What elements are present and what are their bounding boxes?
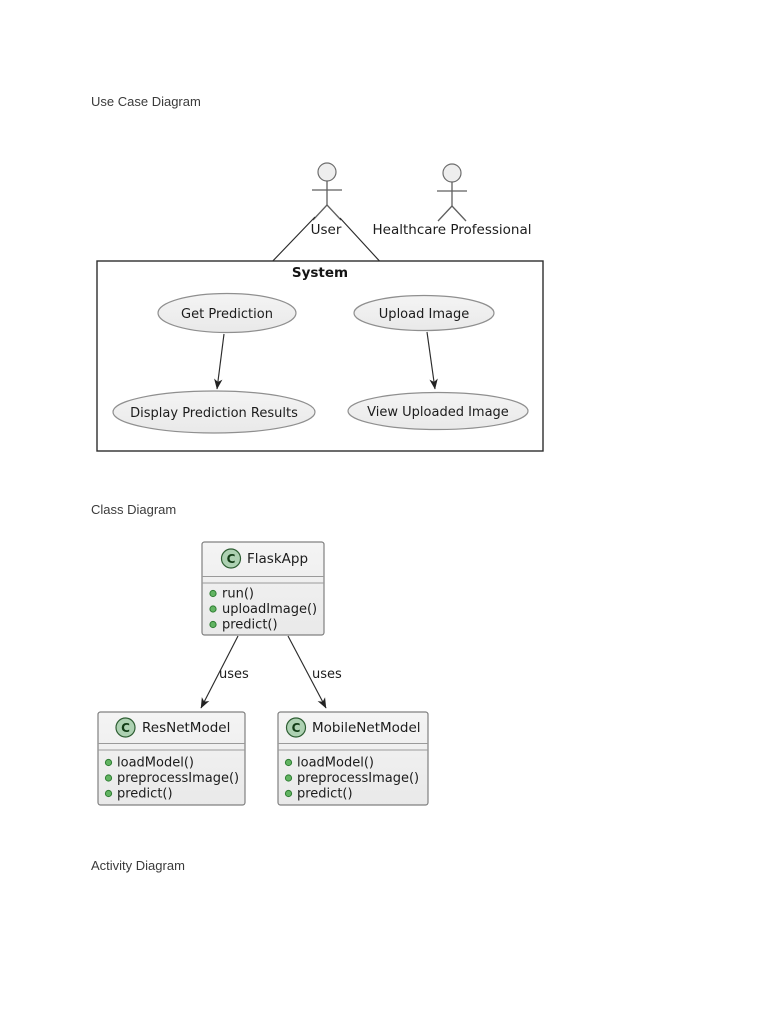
class-mobilenetmodel-box xyxy=(277,711,429,806)
usecase-upload-image-label: Upload Image xyxy=(379,307,469,322)
class-mobilenetmodel-method: predict() xyxy=(297,787,353,802)
class-resnetmodel-method: loadModel() xyxy=(117,756,194,771)
class-resnetmodel-title: ResNetModel xyxy=(142,720,230,736)
actor-healthcare-professional: Healthcare Professional xyxy=(372,163,532,238)
class-flaskapp-title: FlaskApp xyxy=(247,551,308,567)
class-flaskapp: C FlaskApp run() uploadImage() predict() xyxy=(201,541,325,636)
usecase-view-uploaded-image: View Uploaded Image xyxy=(347,391,529,431)
activity-diagram-heading: Activity Diagram xyxy=(91,858,185,873)
class-resnetmodel: C ResNetModel loadModel() preprocessImag… xyxy=(97,711,246,806)
actor-user: User xyxy=(311,162,342,238)
uses-label-mobilenet: uses xyxy=(312,667,342,682)
class-icon xyxy=(220,548,242,569)
arrow-flaskapp-to-mobilenet xyxy=(287,635,327,709)
class-flaskapp-method: predict() xyxy=(222,618,278,633)
arrow-flaskapp-to-resnet xyxy=(200,635,239,709)
class-flaskapp-method: uploadImage() xyxy=(222,602,317,617)
class-diagram: C FlaskApp run() uploadImage() predict()… xyxy=(97,541,429,806)
class-resnetmodel-box xyxy=(97,711,246,806)
class-mobilenetmodel-title: MobileNetModel xyxy=(312,720,421,736)
class-mobilenetmodel: C MobileNetModel loadModel() preprocessI… xyxy=(277,711,429,806)
actor-user-label: User xyxy=(311,222,342,238)
class-icon-letter: C xyxy=(227,552,236,566)
class-mobilenetmodel-method: preprocessImage() xyxy=(297,771,419,786)
uses-label-resnet: uses xyxy=(219,667,249,682)
usecase-upload-image: Upload Image xyxy=(353,294,495,332)
usecase-display-prediction-results-label: Display Prediction Results xyxy=(130,406,298,421)
arrow-uploadimage-to-view xyxy=(426,331,438,390)
class-icon xyxy=(115,717,136,738)
usecase-view-uploaded-image-label: View Uploaded Image xyxy=(367,405,509,420)
usecase-get-prediction: Get Prediction xyxy=(157,292,297,334)
class-mobilenetmodel-method: loadModel() xyxy=(297,756,374,771)
class-icon xyxy=(285,717,307,738)
use-case-diagram: User Healthcare Professional System xyxy=(96,162,544,452)
class-flaskapp-method: run() xyxy=(222,587,254,602)
usecase-display-prediction-results: Display Prediction Results xyxy=(112,390,316,434)
use-case-diagram-heading: Use Case Diagram xyxy=(91,94,201,109)
usecase-get-prediction-label: Get Prediction xyxy=(181,307,273,322)
actor-healthcare-professional-head xyxy=(442,163,462,183)
class-resnetmodel-method: predict() xyxy=(117,787,173,802)
class-resnetmodel-method: preprocessImage() xyxy=(117,771,239,786)
class-icon-letter: C xyxy=(292,721,301,735)
class-diagram-heading: Class Diagram xyxy=(91,502,177,517)
class-icon-letter: C xyxy=(121,721,130,735)
system-boundary-label: System xyxy=(292,265,348,281)
actor-user-head xyxy=(317,162,337,182)
arrow-getprediction-to-results xyxy=(214,333,225,390)
actor-healthcare-professional-label: Healthcare Professional xyxy=(372,222,531,238)
